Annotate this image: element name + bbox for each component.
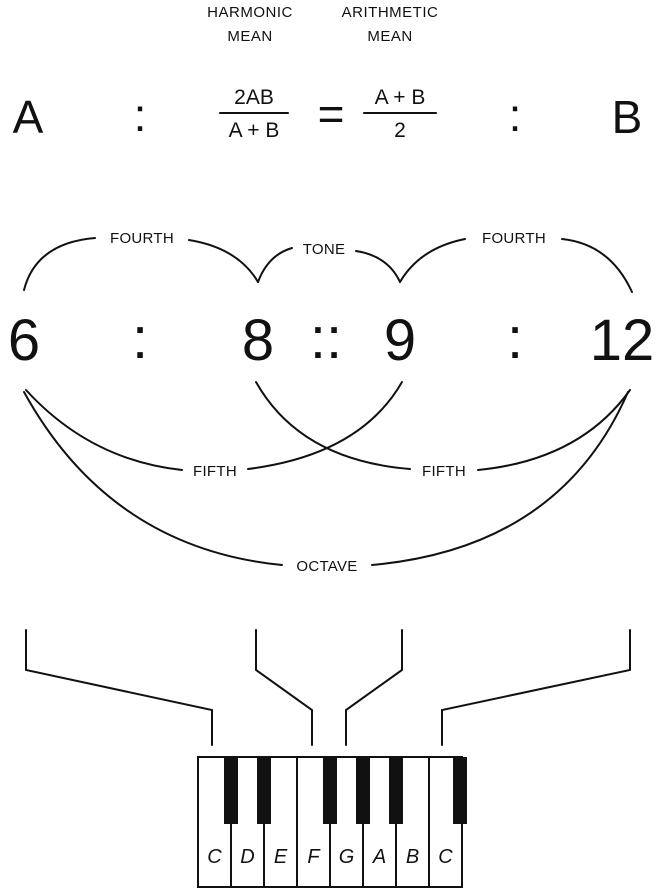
harmonic-numerator: 2AB <box>234 86 274 109</box>
ratio-6: 6 <box>8 308 40 373</box>
key-label-e-2: E <box>274 846 288 868</box>
fifth-right-arc-end <box>477 389 631 471</box>
label-fifth-left: FIFTH <box>193 463 237 480</box>
arithmetic-label-line2: MEAN <box>367 28 412 45</box>
key-label-c-7: C <box>438 846 453 868</box>
ratio-colon-1: : <box>132 306 148 371</box>
label-fifth-right: FIFTH <box>422 463 466 480</box>
label-fourth-right: FOURTH <box>482 230 546 247</box>
key-label-a-5: A <box>372 846 386 868</box>
harmonic-label-line2: MEAN <box>227 28 272 45</box>
arithmetic-numerator: A + B <box>375 86 426 109</box>
connector-6-to-c <box>25 629 213 746</box>
key-label-g-4: G <box>339 846 355 868</box>
arithmetic-label-line1: ARITHMETIC <box>342 4 439 21</box>
key-label-d-1: D <box>240 846 254 868</box>
key-label-c-0: C <box>207 846 222 868</box>
black-key-1 <box>257 757 271 824</box>
black-key-3 <box>323 757 337 824</box>
harmonic-label-line1: HARMONIC <box>207 4 293 21</box>
tone-arc-end <box>355 250 401 283</box>
black-key-7 <box>453 757 467 824</box>
ratio-double-colon: :: <box>310 306 342 371</box>
black-key-5 <box>389 757 403 824</box>
ratio-colon-2: : <box>507 306 523 371</box>
fourth-right-arc-start <box>399 238 466 283</box>
formula-equals: = <box>318 88 345 140</box>
ratio-9: 9 <box>384 308 416 373</box>
key-label-b-6: B <box>406 846 419 868</box>
fifth-right-arc-start <box>255 381 411 470</box>
fourth-left-arc-end <box>188 239 259 283</box>
fourth-left-arc-start <box>23 237 96 291</box>
label-fourth-left: FOURTH <box>110 230 174 247</box>
ratio-8: 8 <box>242 308 274 373</box>
fifth-left-arc-start <box>25 389 183 471</box>
tone-arc-start <box>257 247 293 283</box>
octave-arc-end <box>371 391 629 566</box>
arithmetic-denominator: 2 <box>394 119 406 142</box>
label-octave: OCTAVE <box>296 558 357 575</box>
formula-colon-right: : <box>509 89 522 141</box>
label-tone: TONE <box>303 241 346 258</box>
key-label-f-3: F <box>307 846 321 868</box>
connector-8-to-f <box>255 629 313 746</box>
formula-colon-left: : <box>134 89 147 141</box>
term-b: B <box>612 91 643 143</box>
ratio-12: 12 <box>590 308 655 373</box>
fourth-right-arc-end <box>561 238 633 293</box>
term-a: A <box>13 91 44 143</box>
harmonic-denominator: A + B <box>229 119 280 142</box>
connector-9-to-g <box>345 629 403 746</box>
connector-12-to-c <box>441 629 631 746</box>
fifth-left-arc-end <box>247 381 403 470</box>
black-key-4 <box>356 757 370 824</box>
octave-arc-start <box>23 391 283 566</box>
black-key-0 <box>224 757 238 824</box>
